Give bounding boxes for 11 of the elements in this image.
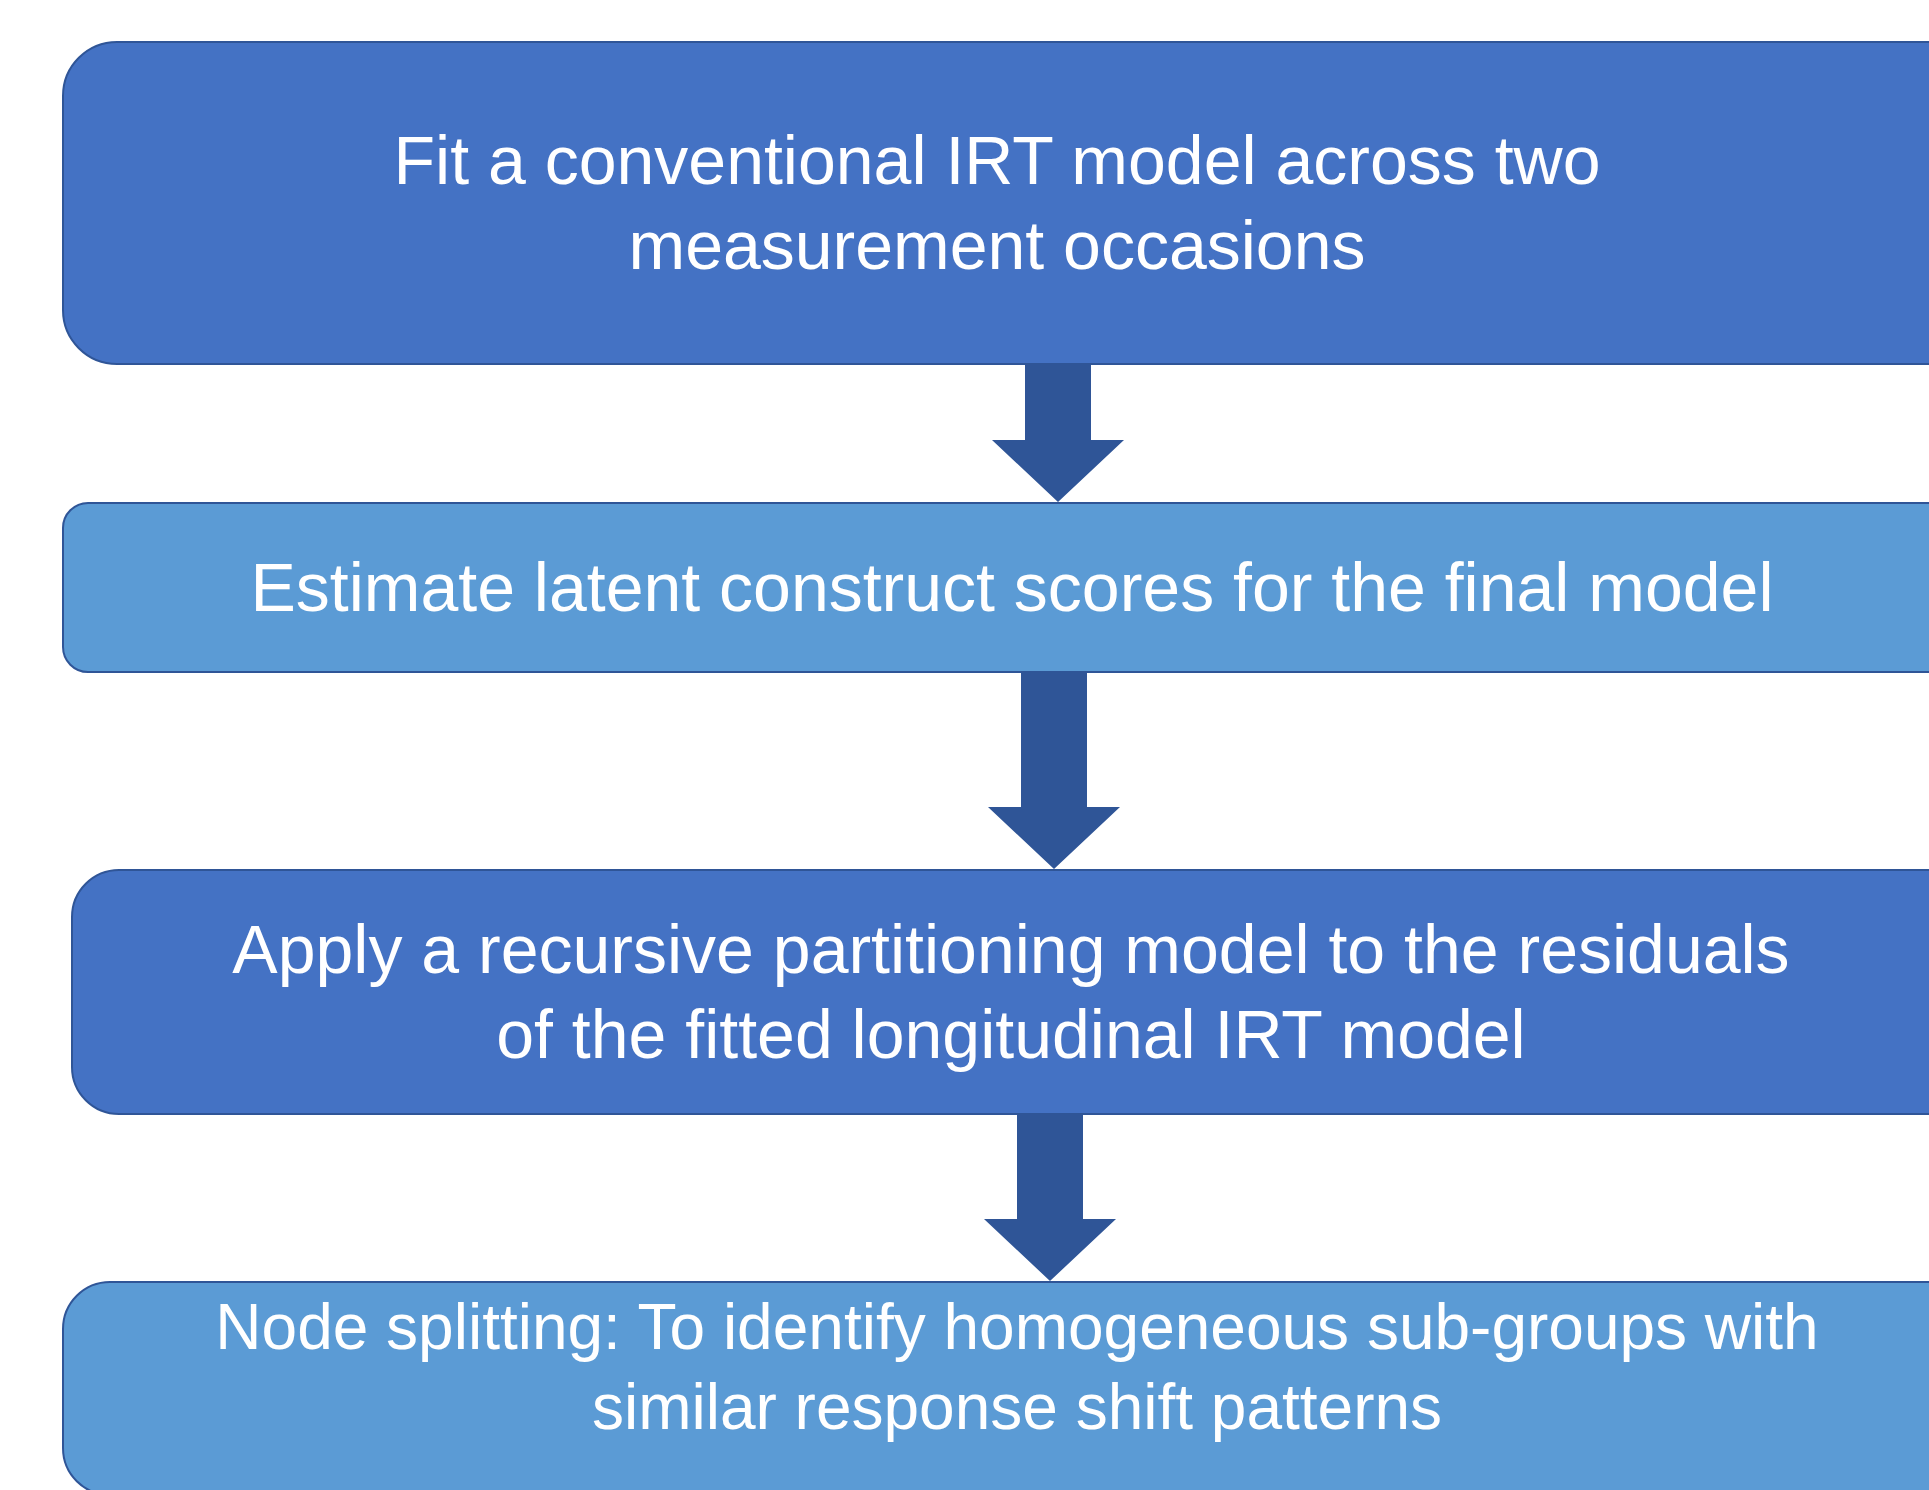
step-text: Fit a conventional IRT model across two measurement occasions [392,121,1602,285]
process-box [71,869,1929,1115]
step-text: Apply a recursive partitioning model to the residuals of the fitted longitudinal IRT model [231,910,1791,1074]
step-text: Node splitting: To identify homogeneous sub-groups with similar response shift patterns [214,1290,1820,1445]
block-arrow [988,673,1120,869]
step-text: Estimate latent construct scores for the final model [250,548,1774,627]
block-arrow [992,365,1124,502]
process-box [62,502,1929,673]
process-box [62,1281,1929,1490]
block-arrow [984,1115,1116,1281]
process-box [62,41,1929,365]
